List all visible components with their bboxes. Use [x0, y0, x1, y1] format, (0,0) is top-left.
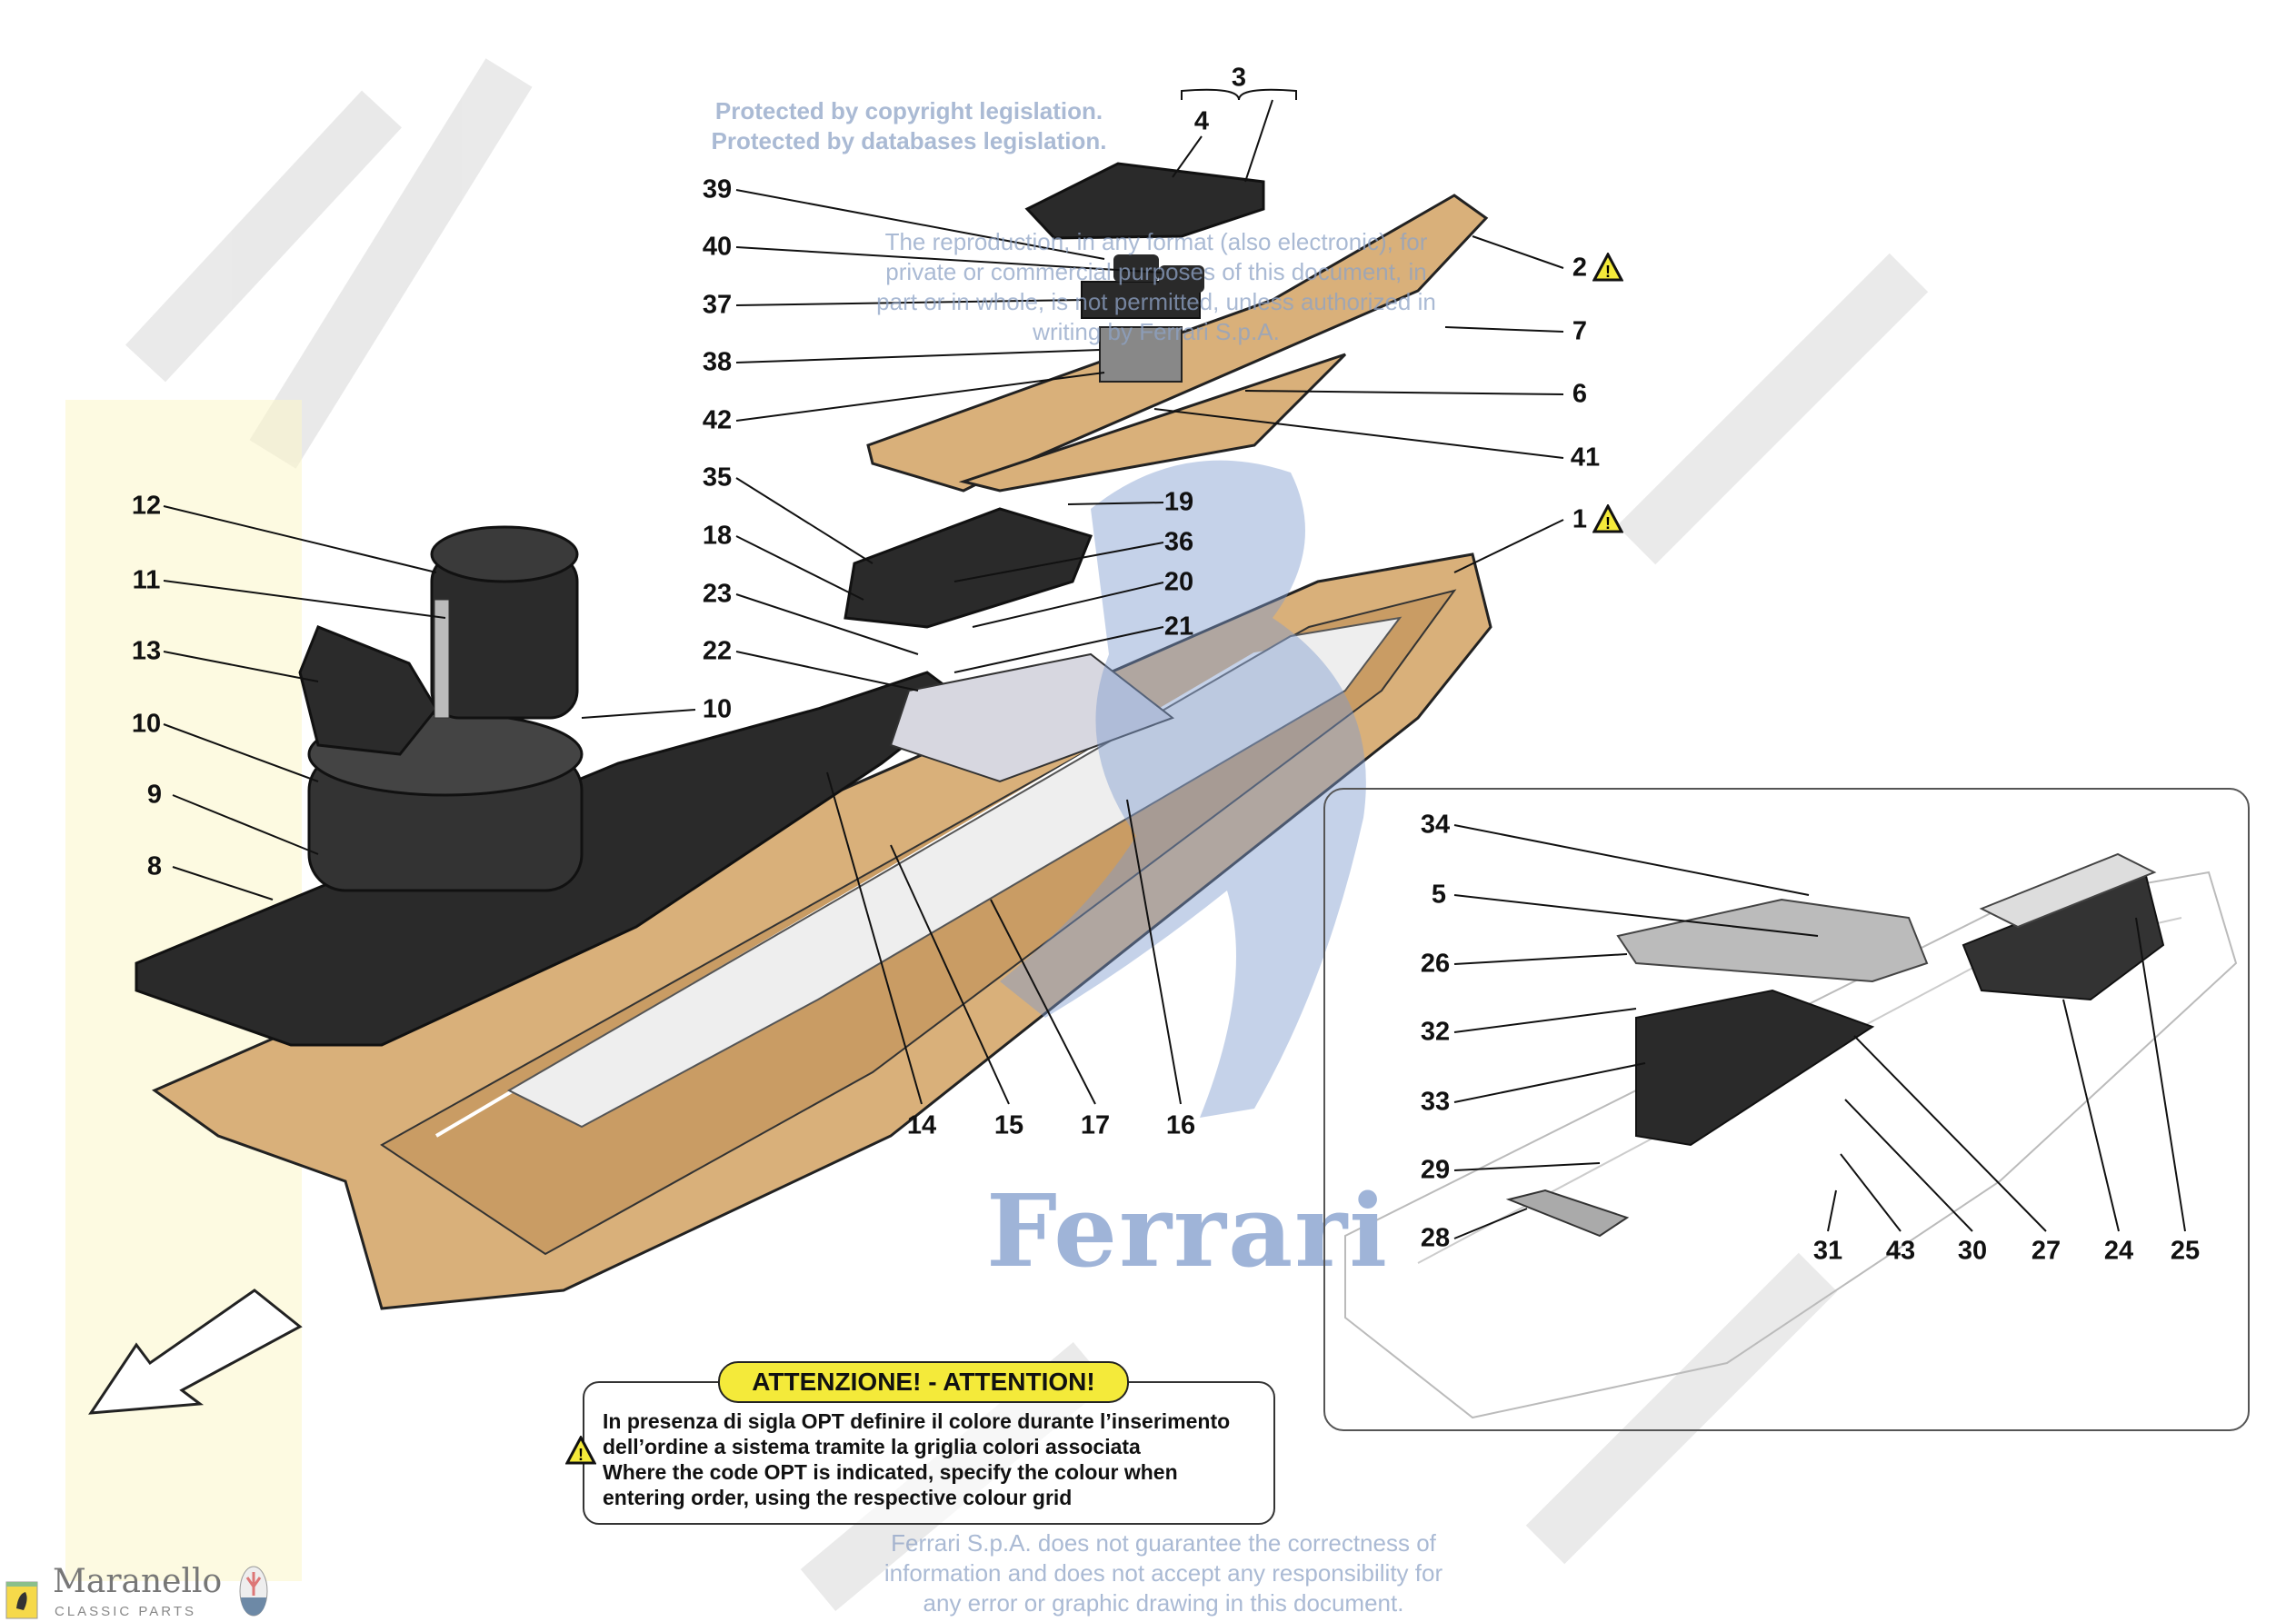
callout-24[interactable]: 24: [2103, 1236, 2134, 1266]
callout-22[interactable]: 22: [702, 636, 733, 666]
callout-32[interactable]: 32: [1420, 1017, 1451, 1047]
callout-3[interactable]: 3: [1231, 63, 1247, 93]
callout-6[interactable]: 6: [1572, 379, 1588, 409]
detail-inset-frame: [1323, 788, 2250, 1431]
callout-19[interactable]: 19: [1163, 487, 1194, 517]
ferrari-shield-icon: [5, 1581, 38, 1619]
inset-bracket-part-33: [1635, 989, 1875, 1147]
ferrari-logo-watermark: Ferrari: [986, 1172, 1389, 1289]
copyright-watermark: Protected by copyright legislation.Prote…: [711, 97, 1107, 154]
warning-icon: !: [1592, 504, 1623, 533]
callout-40[interactable]: 40: [702, 232, 733, 262]
svg-text:!: !: [1605, 514, 1611, 532]
control-panel-part-35: [844, 507, 1093, 629]
callout-10[interactable]: 10: [702, 694, 733, 724]
callout-23[interactable]: 23: [702, 579, 733, 609]
callout-5[interactable]: 5: [1431, 880, 1447, 910]
warning-icon: !: [565, 1436, 596, 1465]
callout-38[interactable]: 38: [702, 347, 733, 377]
callout-36[interactable]: 36: [1163, 527, 1194, 557]
callout-29[interactable]: 29: [1420, 1155, 1451, 1185]
callout-31[interactable]: 31: [1812, 1236, 1843, 1266]
switch-module-part-38: [1099, 326, 1183, 383]
callout-28[interactable]: 28: [1420, 1223, 1451, 1253]
callout-2[interactable]: 2: [1572, 253, 1588, 283]
callout-43[interactable]: 43: [1885, 1236, 1916, 1266]
callout-20[interactable]: 20: [1163, 567, 1194, 597]
callout-42[interactable]: 42: [702, 405, 733, 435]
selector-cover-part-4: [1024, 162, 1265, 240]
callout-33[interactable]: 33: [1420, 1087, 1451, 1117]
callout-18[interactable]: 18: [702, 521, 733, 551]
direction-arrow-icon: [88, 1289, 303, 1415]
callout-9[interactable]: 9: [146, 780, 163, 810]
reproduction-watermark: The reproduction, in any format (also el…: [876, 228, 1436, 345]
callout-15[interactable]: 15: [993, 1110, 1024, 1140]
disclaimer-watermark: Ferrari S.p.A. does not guarantee the co…: [883, 1529, 1443, 1617]
callout-11[interactable]: 11: [132, 565, 161, 595]
callout-27[interactable]: 27: [2031, 1236, 2061, 1266]
callout-25[interactable]: 25: [2170, 1236, 2201, 1266]
callout-13[interactable]: 13: [131, 636, 162, 666]
callout-41[interactable]: 41: [1570, 443, 1601, 473]
callout-39[interactable]: 39: [702, 174, 733, 204]
callout-35[interactable]: 35: [702, 463, 733, 493]
callout-10-left[interactable]: 10: [131, 709, 162, 739]
callout-30[interactable]: 30: [1957, 1236, 1988, 1266]
callout-26[interactable]: 26: [1420, 949, 1451, 979]
warning-icon: !: [1592, 253, 1623, 282]
inset-trim-part-26: [1616, 898, 1929, 983]
prancing-horse-watermark: [1000, 460, 1366, 1119]
svg-text:!: !: [1605, 263, 1611, 281]
callout-17[interactable]: 17: [1080, 1110, 1111, 1140]
leader-lines: [163, 88, 2186, 1239]
bracket-part-22: [889, 652, 1175, 783]
attention-text: In presenza di sigla OPT definire il col…: [603, 1409, 1231, 1509]
callout-21[interactable]: 21: [1163, 612, 1194, 642]
callout-14[interactable]: 14: [906, 1110, 937, 1140]
callout-16[interactable]: 16: [1165, 1110, 1196, 1140]
callout-34[interactable]: 34: [1420, 810, 1451, 840]
callout-4[interactable]: 4: [1193, 106, 1210, 136]
callout-7[interactable]: 7: [1572, 316, 1588, 346]
callout-8[interactable]: 8: [146, 851, 163, 881]
maserati-emblem-icon: [239, 1566, 268, 1617]
svg-text:!: !: [578, 1446, 584, 1464]
brand-tagline: CLASSIC PARTS: [55, 1604, 196, 1619]
inset-plate-part-28: [1505, 1189, 1630, 1238]
callout-1[interactable]: 1: [1572, 504, 1588, 534]
callout-12[interactable]: 12: [131, 491, 162, 521]
brand-name: Maranello: [53, 1563, 223, 1600]
attention-note-box: [583, 1381, 1275, 1525]
attention-title: ATTENZIONE! - ATTENTION!: [718, 1361, 1129, 1403]
lid-part-13: [298, 625, 438, 756]
callout-37[interactable]: 37: [702, 290, 733, 320]
